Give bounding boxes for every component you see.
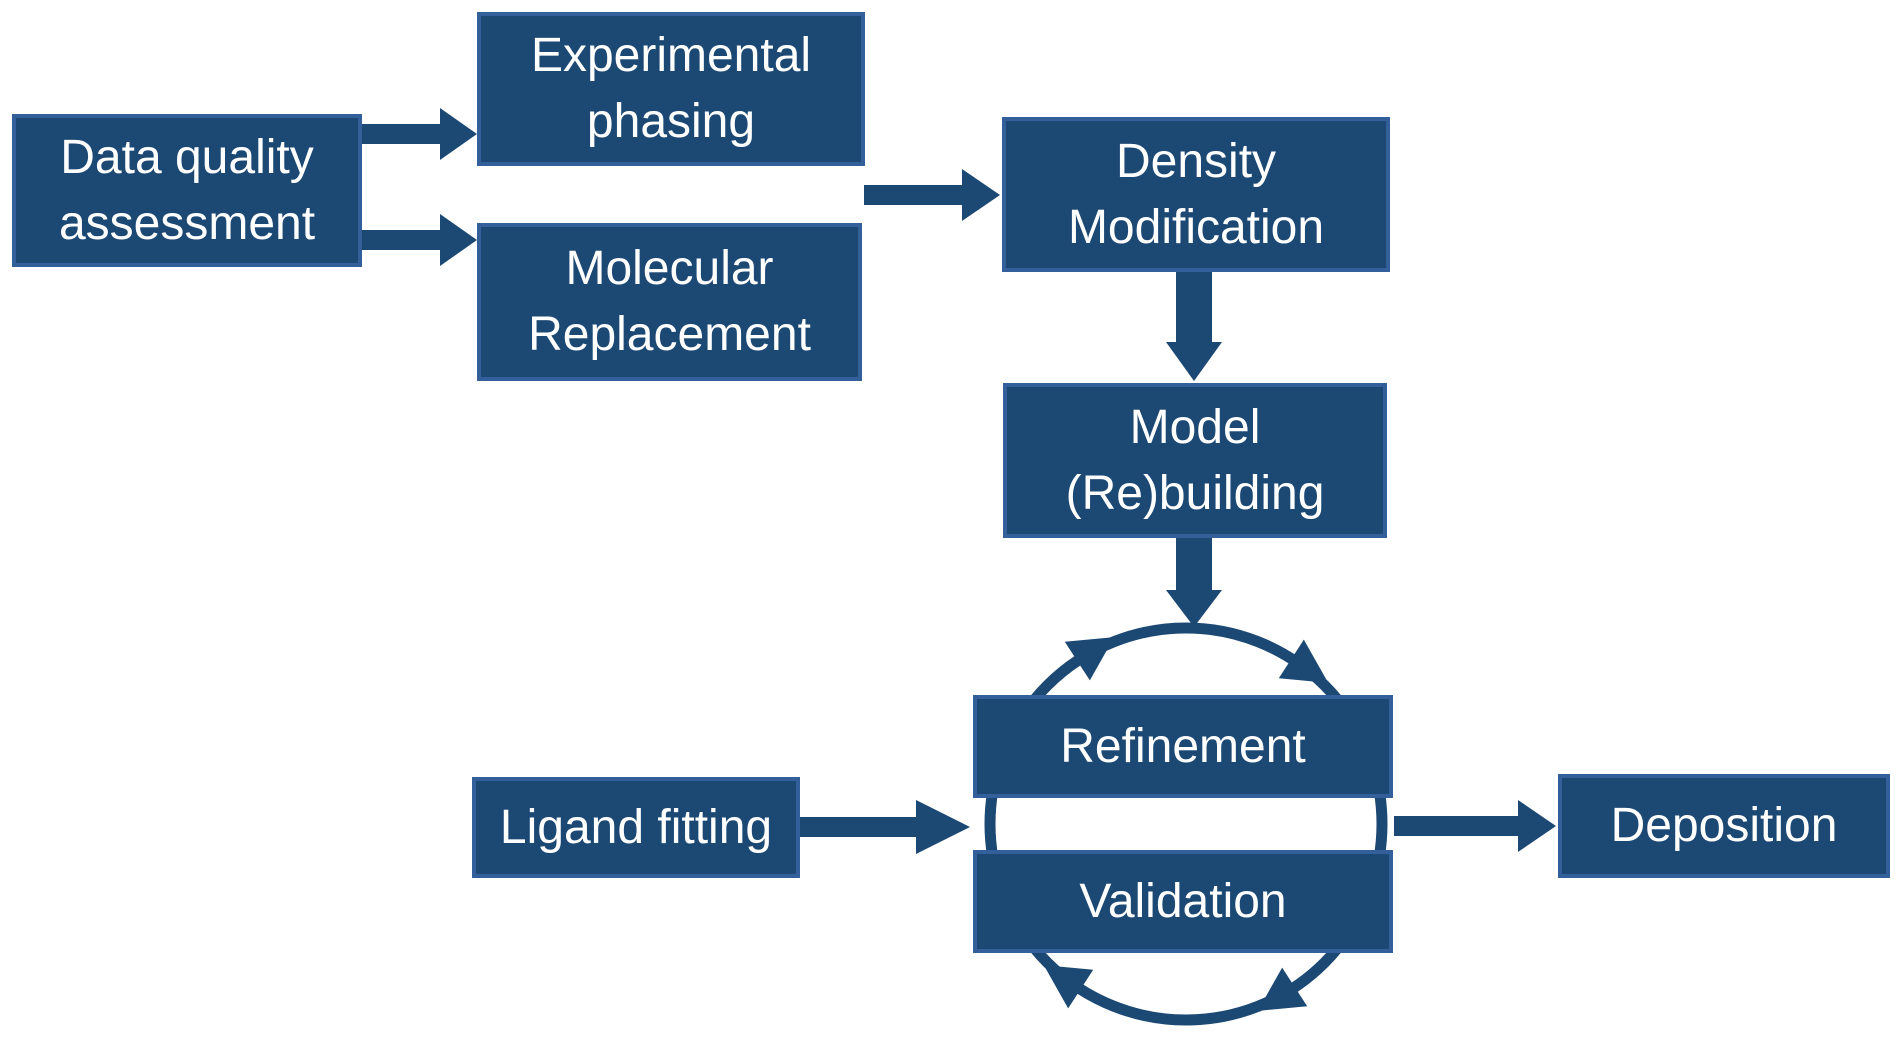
node-label: Density Modification <box>1067 134 1325 254</box>
arrow-shaft <box>1394 816 1518 836</box>
refinement-validation-cycle-circle <box>984 622 1388 1026</box>
node-experimental-phasing: Experimental phasing <box>477 12 865 166</box>
node-deposition: Deposition <box>1558 774 1890 878</box>
arrowhead-right-icon <box>440 108 477 160</box>
arrow-phasing-to-density-modification <box>864 169 1000 221</box>
node-ligand-fitting: Ligand fitting <box>472 777 800 878</box>
node-density-modification: Density Modification <box>1002 117 1390 272</box>
arrow-model-rebuilding-to-cycle <box>1166 538 1222 627</box>
node-label: Experimental phasing <box>530 29 812 148</box>
arrowhead-right-icon <box>440 214 477 266</box>
node-molecular-replacement: Molecular Replacement <box>477 223 862 381</box>
node-model-rebuilding: Model (Re)building <box>1003 383 1387 538</box>
cycle-arrowhead-top-right-icon <box>1278 639 1329 683</box>
node-label: Refinement <box>1060 719 1306 773</box>
arrow-data-quality-to-experimental-phasing <box>362 108 477 160</box>
arrowhead-right-icon <box>962 169 1000 221</box>
arrowhead-right-icon <box>916 800 970 854</box>
cycle-circle-stroke <box>984 622 1388 1026</box>
arrow-shaft <box>800 817 916 837</box>
arrow-shaft <box>864 185 962 205</box>
arrow-shaft <box>1176 538 1212 590</box>
node-validation: Validation <box>973 850 1393 953</box>
cycle-arrowhead-bottom-left-icon <box>1043 965 1094 1009</box>
arrow-shaft <box>362 124 440 144</box>
arrow-shaft <box>362 230 440 250</box>
node-label: Model (Re)building <box>1065 400 1325 520</box>
arrowhead-right-icon <box>1518 800 1556 852</box>
cycle-arrowhead-top-left-icon <box>1064 637 1115 681</box>
node-label: Validation <box>1079 874 1287 928</box>
node-label: Ligand fitting <box>499 800 773 854</box>
arrow-data-quality-to-molecular-replacement <box>362 214 477 266</box>
arrow-cycle-to-deposition <box>1394 800 1556 852</box>
cycle-arrowhead-bottom-right-icon <box>1257 967 1308 1011</box>
node-refinement: Refinement <box>973 695 1393 798</box>
node-data-quality-assessment: Data quality assessment <box>12 114 362 267</box>
node-label: Molecular Replacement <box>528 242 811 361</box>
arrowhead-down-icon <box>1166 590 1222 627</box>
node-label: Data quality assessment <box>58 130 316 250</box>
arrow-shaft <box>1176 272 1212 342</box>
arrow-ligand-fitting-to-cycle <box>800 800 970 854</box>
node-label: Deposition <box>1610 799 1838 852</box>
arrow-density-modification-to-model-rebuilding <box>1166 272 1222 381</box>
arrowhead-down-icon <box>1166 342 1222 381</box>
